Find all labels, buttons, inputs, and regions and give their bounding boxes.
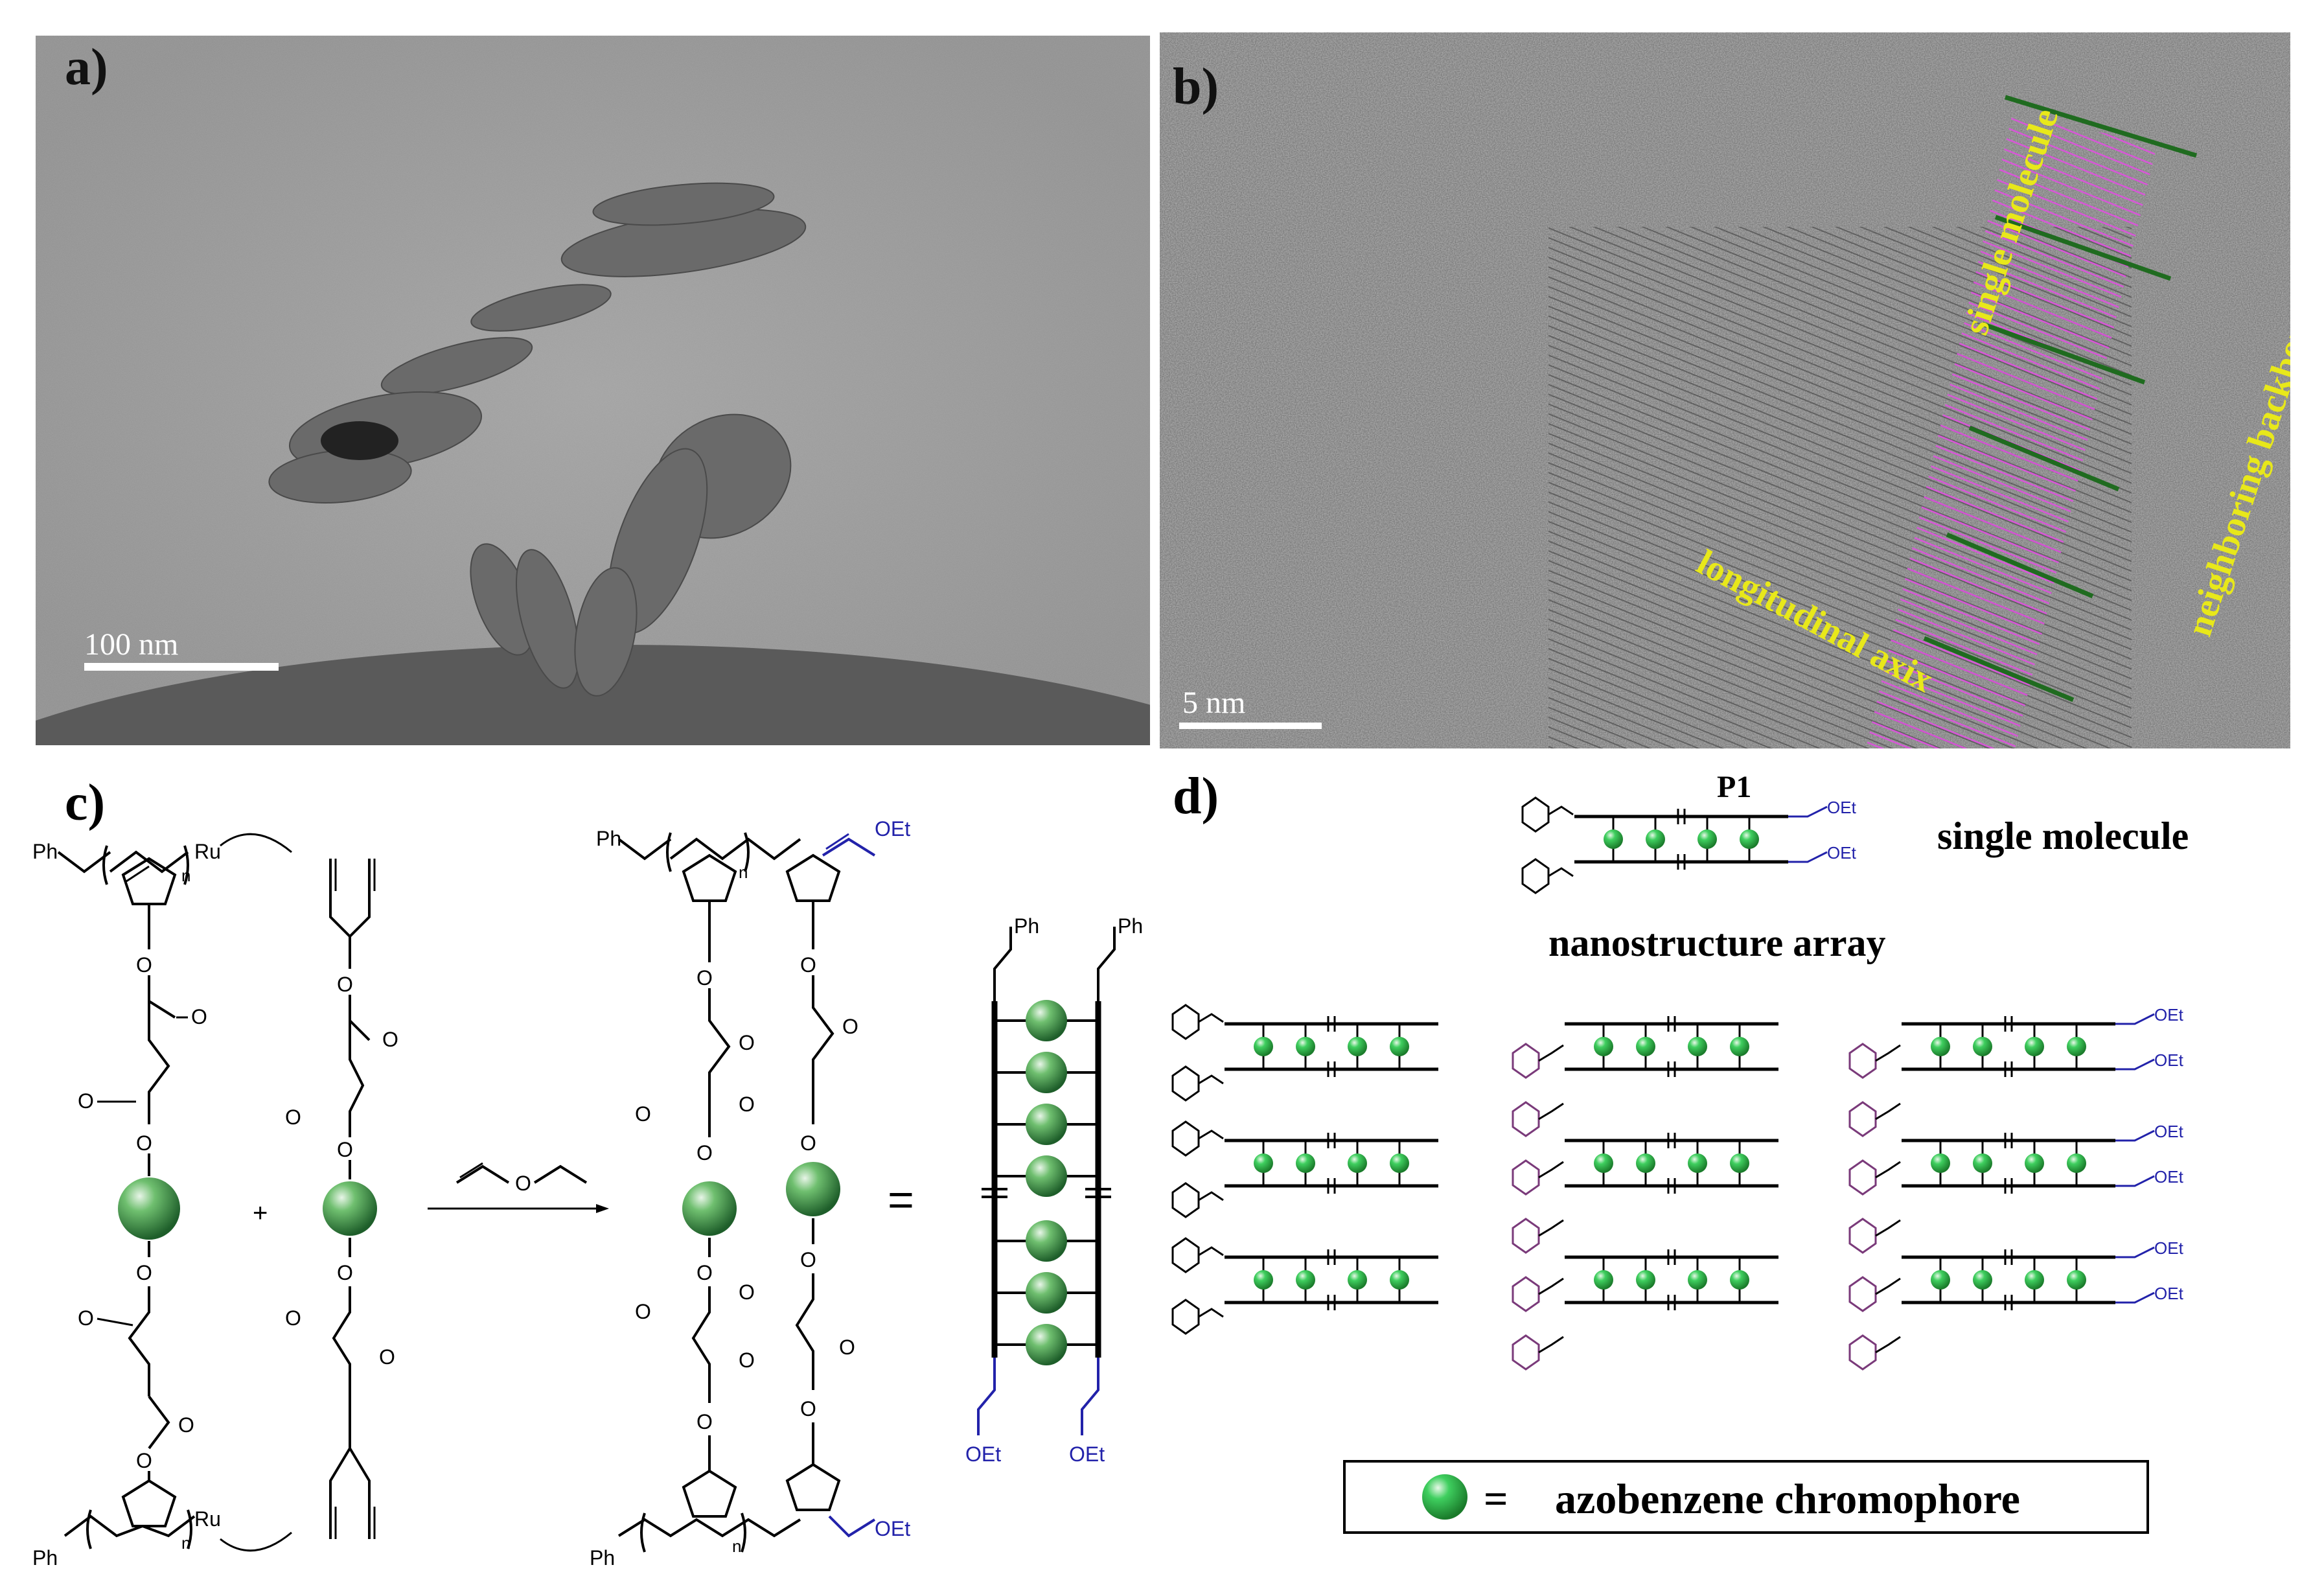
atom-o: O [739,1280,755,1304]
atom-o: O [337,1138,353,1161]
atom-ru: Ru [194,1507,221,1531]
atom-ph: Ph [596,827,621,850]
array-row-3: OEt OEt [1171,1237,2184,1371]
atom-o: O [136,1449,152,1472]
atom-o: O [696,1410,713,1433]
oet-label: OEt [2154,1122,2184,1141]
azobenzene-sphere [1026,1000,1067,1041]
hrtem-micrograph-b: single molecule neighboring backbone lon… [1160,32,2290,748]
subscript-n: n [739,863,748,882]
atom-oet: OEt [875,1517,910,1540]
subscript-n: n [732,1536,741,1556]
atom-o: O [191,1005,207,1028]
nanostructure-schematic-d: d) P1 OEt OEt single molecule nanostruct… [1171,768,2189,1534]
array-row-1: OEt OEt [1171,1004,2184,1137]
scale-bar-b [1179,723,1322,729]
legend-box: = azobenzene chromophore [1343,1460,2149,1534]
scale-bar-label-b: 5 nm [1182,686,1245,720]
tem-image-panel-a: 100 nm a) [36,36,1150,745]
atom-o: O [178,1413,194,1437]
label-p1: P1 [1717,770,1751,804]
atom-o: O [136,953,152,977]
atom-o: O [78,1306,94,1330]
tem-micrograph-a: 100 nm a) [36,36,1150,745]
oet-label: OEt [2154,1238,2184,1258]
atom-o: O [696,966,713,990]
atom-o: O [800,1131,816,1155]
atom-ph: Ph [590,1546,615,1570]
molecule-overlay-band [1866,117,2157,748]
azobenzene-sphere [323,1181,377,1236]
atom-o: O [696,1141,713,1164]
panel-label-c: c) [65,774,105,831]
atom-o: O [285,1106,301,1129]
legend-text: azobenzene chromophore [1555,1476,2020,1523]
reaction-scheme-panel-c: c) Ph Ru n O O O O [26,761,1153,1578]
oet-label: OEt [2154,1005,2184,1025]
oet-label: OEt [2154,1167,2184,1187]
atom-ph: Ph [32,840,58,863]
atom-o: O [285,1306,301,1330]
oet-label: OEt [1827,798,1857,817]
atom-o: O [839,1336,855,1359]
atom-o: O [800,953,816,977]
green-cross-lines [1923,95,2198,702]
nanostructure-panel-d: d) P1 OEt OEt single molecule nanostruct… [1160,761,2300,1578]
atom-o: O [739,1093,755,1116]
azobenzene-sphere [786,1162,840,1216]
plus-sign: + [253,1199,268,1227]
atom-o: O [337,1261,353,1284]
atom-ph: Ph [32,1546,58,1570]
azobenzene-sphere [682,1181,737,1236]
scale-bar-a [84,663,279,671]
atom-o: O [337,973,353,996]
azobenzene-sphere [1026,1272,1067,1314]
legend-equals: = [1484,1476,1508,1523]
atom-o: O [696,1261,713,1284]
atom-o: O [382,1028,398,1051]
reaction-scheme-c: c) Ph Ru n O O O O [32,774,1143,1570]
atom-o: O [800,1248,816,1271]
atom-o: O [515,1172,531,1195]
azobenzene-sphere [118,1177,180,1240]
atom-oet: OEt [965,1442,1001,1466]
atom-oet: OEt [1069,1442,1105,1466]
single-molecule-p1: P1 OEt OEt single molecule [1521,770,2189,894]
atom-o: O [78,1089,94,1113]
legend-sphere-icon [1422,1474,1467,1520]
nanostructure-array: OEt OEt OEt OEt [1171,1004,2184,1371]
label-single-molecule: single molecule [1937,815,2189,857]
panel-label-b: b) [1173,58,1219,115]
label-nanostructure-array: nanostructure array [1548,921,1886,964]
atom-o: O [635,1102,651,1126]
atom-o: O [842,1015,858,1038]
atom-o: O [136,1131,152,1155]
oet-label: OEt [2154,1050,2184,1070]
oet-label: OEt [1827,843,1857,863]
ladder-spheres [1026,1000,1067,1365]
atom-o: O [136,1261,152,1284]
atom-o: O [800,1397,816,1420]
atom-o: O [635,1300,651,1323]
atom-o: O [379,1345,395,1369]
azobenzene-sphere [1026,1104,1067,1145]
atom-o: O [739,1349,755,1372]
panel-label-d: d) [1173,768,1219,825]
atom-o: O [739,1031,755,1054]
oet-label: OEt [2154,1284,2184,1303]
atom-oet: OEt [875,817,910,840]
azobenzene-sphere [1026,1220,1067,1262]
atom-ph: Ph [1014,914,1039,938]
azobenzene-sphere [1026,1324,1067,1365]
atom-ph: Ph [1118,914,1143,938]
scale-bar-label-a: 100 nm [84,627,178,662]
array-row-2: OEt OEt [1171,1120,2184,1254]
azobenzene-sphere [1026,1155,1067,1197]
azobenzene-sphere [1026,1052,1067,1093]
subscript-n: n [181,1533,190,1553]
equals-sign: = [888,1174,914,1225]
hrtem-image-panel-b: single molecule neighboring backbone lon… [1160,32,2290,748]
panel-label-a: a) [65,39,108,96]
atom-ru: Ru [194,840,221,863]
